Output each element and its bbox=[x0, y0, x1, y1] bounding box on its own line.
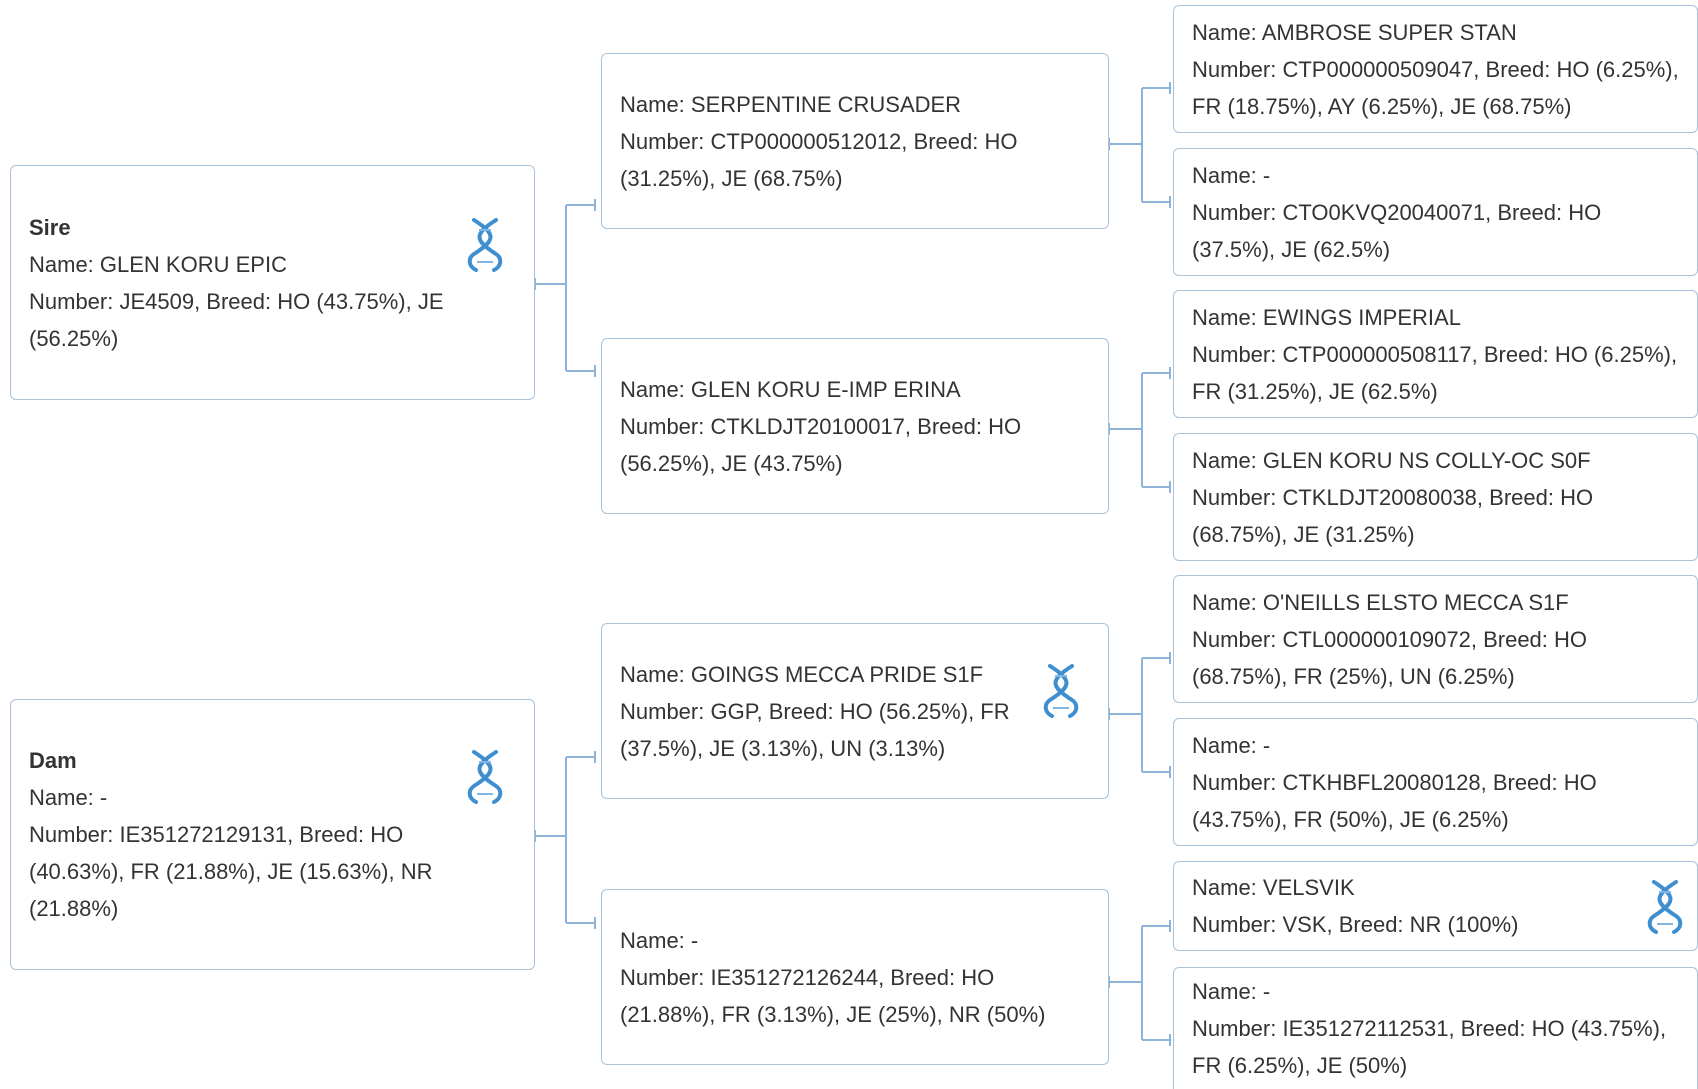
dam-dam-sire-card[interactable]: Name: VELSVIK Number: VSK, Breed: NR (10… bbox=[1173, 861, 1698, 951]
dam-sire-dam-name: Name: - bbox=[1192, 732, 1271, 758]
dam-sire-sire-number: Number: CTL000000109072, Breed: HO (68.7… bbox=[1192, 626, 1588, 689]
dam-dam-sire-number: Number: VSK, Breed: NR (100%) bbox=[1192, 912, 1519, 937]
dna-icon[interactable] bbox=[466, 748, 504, 804]
sire-sire-dam-card[interactable]: Name: - Number: CTO0KVQ20040071, Breed: … bbox=[1173, 148, 1698, 276]
sire-dam-sire-name: Name: EWINGS IMPERIAL bbox=[1192, 304, 1461, 330]
dam-number: Number: IE351272129131, Breed: HO (40.63… bbox=[29, 822, 433, 921]
sire-dam-number: Number: CTKLDJT20100017, Breed: HO (56.2… bbox=[620, 413, 1022, 476]
sire-sire-sire-number: Number: CTP000000509047, Breed: HO (6.25… bbox=[1192, 56, 1679, 119]
sire-dam-sire-number: Number: CTP000000508117, Breed: HO (6.25… bbox=[1192, 341, 1678, 404]
dam-dam-name: Name: - bbox=[620, 927, 699, 953]
sire-number: Number: JE4509, Breed: HO (43.75%), JE (… bbox=[29, 288, 444, 351]
dam-sire-sire-card[interactable]: Name: O'NEILLS ELSTO MECCA S1F Number: C… bbox=[1173, 575, 1698, 703]
dam-dam-dam-card[interactable]: Name: - Number: IE351272112531, Breed: H… bbox=[1173, 967, 1698, 1089]
dam-sire-card[interactable]: Name: GOINGS MECCA PRIDE S1F Number: GGP… bbox=[601, 623, 1109, 799]
sire-sire-name: Name: SERPENTINE CRUSADER bbox=[620, 91, 962, 117]
sire-dam-dam-card[interactable]: Name: GLEN KORU NS COLLY-OC S0F Number: … bbox=[1173, 433, 1698, 561]
dam-sire-sire-name: Name: O'NEILLS ELSTO MECCA S1F bbox=[1192, 589, 1569, 615]
dam-dam-card[interactable]: Name: - Number: IE351272126244, Breed: H… bbox=[601, 889, 1109, 1065]
sire-title: Sire bbox=[29, 214, 71, 240]
sire-sire-dam-number: Number: CTO0KVQ20040071, Breed: HO (37.5… bbox=[1192, 199, 1602, 262]
dam-sire-name: Name: GOINGS MECCA PRIDE S1F bbox=[620, 661, 984, 687]
sire-sire-card[interactable]: Name: SERPENTINE CRUSADER Number: CTP000… bbox=[601, 53, 1109, 229]
sire-card[interactable]: Sire Name: GLEN KORU EPIC Number: JE4509… bbox=[10, 165, 535, 400]
sire-sire-dam-name: Name: - bbox=[1192, 162, 1271, 188]
dam-sire-dam-number: Number: CTKHBFL20080128, Breed: HO (43.7… bbox=[1192, 769, 1597, 832]
dna-icon[interactable] bbox=[1646, 878, 1684, 934]
dam-name: Name: - bbox=[29, 785, 108, 810]
sire-sire-sire-name: Name: AMBROSE SUPER STAN bbox=[1192, 19, 1517, 45]
sire-dam-dam-name: Name: GLEN KORU NS COLLY-OC S0F bbox=[1192, 447, 1591, 473]
sire-dam-dam-number: Number: CTKLDJT20080038, Breed: HO (68.7… bbox=[1192, 484, 1594, 547]
sire-name: Name: GLEN KORU EPIC bbox=[29, 251, 287, 277]
dna-icon[interactable] bbox=[1042, 662, 1080, 718]
sire-dam-card[interactable]: Name: GLEN KORU E-IMP ERINA Number: CTKL… bbox=[601, 338, 1109, 514]
sire-dam-sire-card[interactable]: Name: EWINGS IMPERIAL Number: CTP0000005… bbox=[1173, 290, 1698, 418]
dam-dam-dam-name: Name: - bbox=[1192, 979, 1271, 1004]
dna-icon[interactable] bbox=[466, 216, 504, 272]
dam-card[interactable]: Dam Name: - Number: IE351272129131, Bree… bbox=[10, 699, 535, 970]
dam-dam-sire-name: Name: VELSVIK bbox=[1192, 875, 1355, 900]
dam-dam-dam-number: Number: IE351272112531, Breed: HO (43.75… bbox=[1192, 1016, 1667, 1078]
sire-dam-name: Name: GLEN KORU E-IMP ERINA bbox=[620, 376, 961, 402]
sire-sire-number: Number: CTP000000512012, Breed: HO (31.2… bbox=[620, 128, 1018, 191]
dam-dam-number: Number: IE351272126244, Breed: HO (21.88… bbox=[620, 964, 1046, 1027]
dam-sire-dam-card[interactable]: Name: - Number: CTKHBFL20080128, Breed: … bbox=[1173, 718, 1698, 846]
dam-title: Dam bbox=[29, 748, 77, 773]
dam-sire-number: Number: GGP, Breed: HO (56.25%), FR (37.… bbox=[620, 698, 1010, 761]
sire-sire-sire-card[interactable]: Name: AMBROSE SUPER STAN Number: CTP0000… bbox=[1173, 5, 1698, 133]
